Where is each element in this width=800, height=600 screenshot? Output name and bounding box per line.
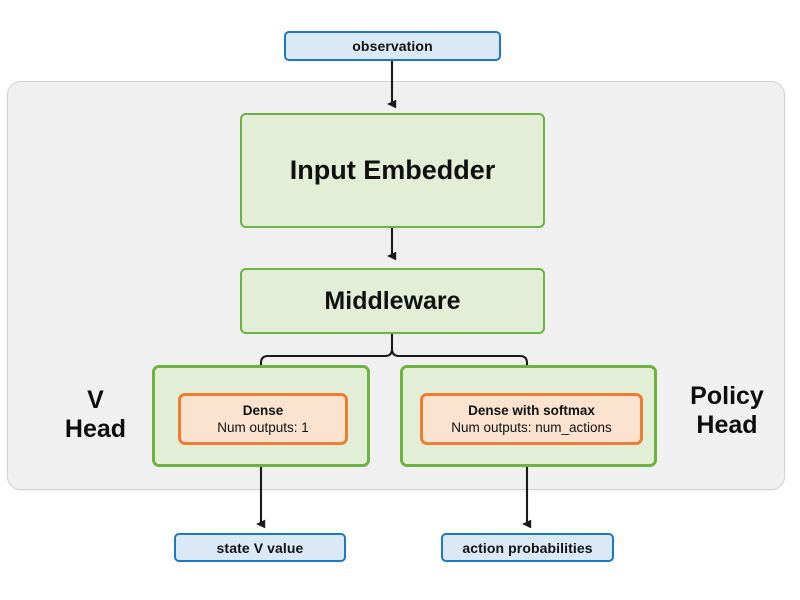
v-head-group[interactable]: Dense Num outputs: 1	[152, 365, 370, 467]
state-v-value-label: state V value	[216, 539, 304, 556]
observation-node[interactable]: observation	[284, 31, 501, 61]
action-probabilities-label: action probabilities	[462, 539, 593, 556]
policy-head-caption: Policy Head	[668, 382, 786, 440]
input-embedder-node[interactable]: Input Embedder	[240, 113, 545, 228]
v-head-caption-line-1: V	[87, 386, 104, 414]
observation-label: observation	[352, 38, 433, 54]
v-head-dense-node[interactable]: Dense Num outputs: 1	[178, 393, 348, 445]
policy-head-caption-line-2: Head	[696, 411, 758, 439]
policy-head-dense-subtitle: Num outputs: num_actions	[451, 420, 612, 435]
action-probabilities-node[interactable]: action probabilities	[441, 533, 614, 562]
v-head-caption-line-2: Head	[64, 415, 127, 443]
input-embedder-label: Input Embedder	[289, 155, 496, 185]
v-head-dense-subtitle: Num outputs: 1	[217, 420, 309, 435]
policy-head-group[interactable]: Dense with softmax Num outputs: num_acti…	[400, 365, 657, 467]
policy-head-dense-title: Dense with softmax	[468, 402, 595, 418]
state-v-value-node[interactable]: state V value	[174, 533, 346, 562]
v-head-dense-title: Dense	[242, 402, 284, 418]
policy-head-dense-node[interactable]: Dense with softmax Num outputs: num_acti…	[420, 393, 643, 445]
policy-head-caption-line-1: Policy	[690, 382, 764, 410]
v-head-caption: V Head	[43, 386, 148, 444]
middleware-node[interactable]: Middleware	[240, 268, 545, 334]
middleware-label: Middleware	[324, 286, 461, 315]
